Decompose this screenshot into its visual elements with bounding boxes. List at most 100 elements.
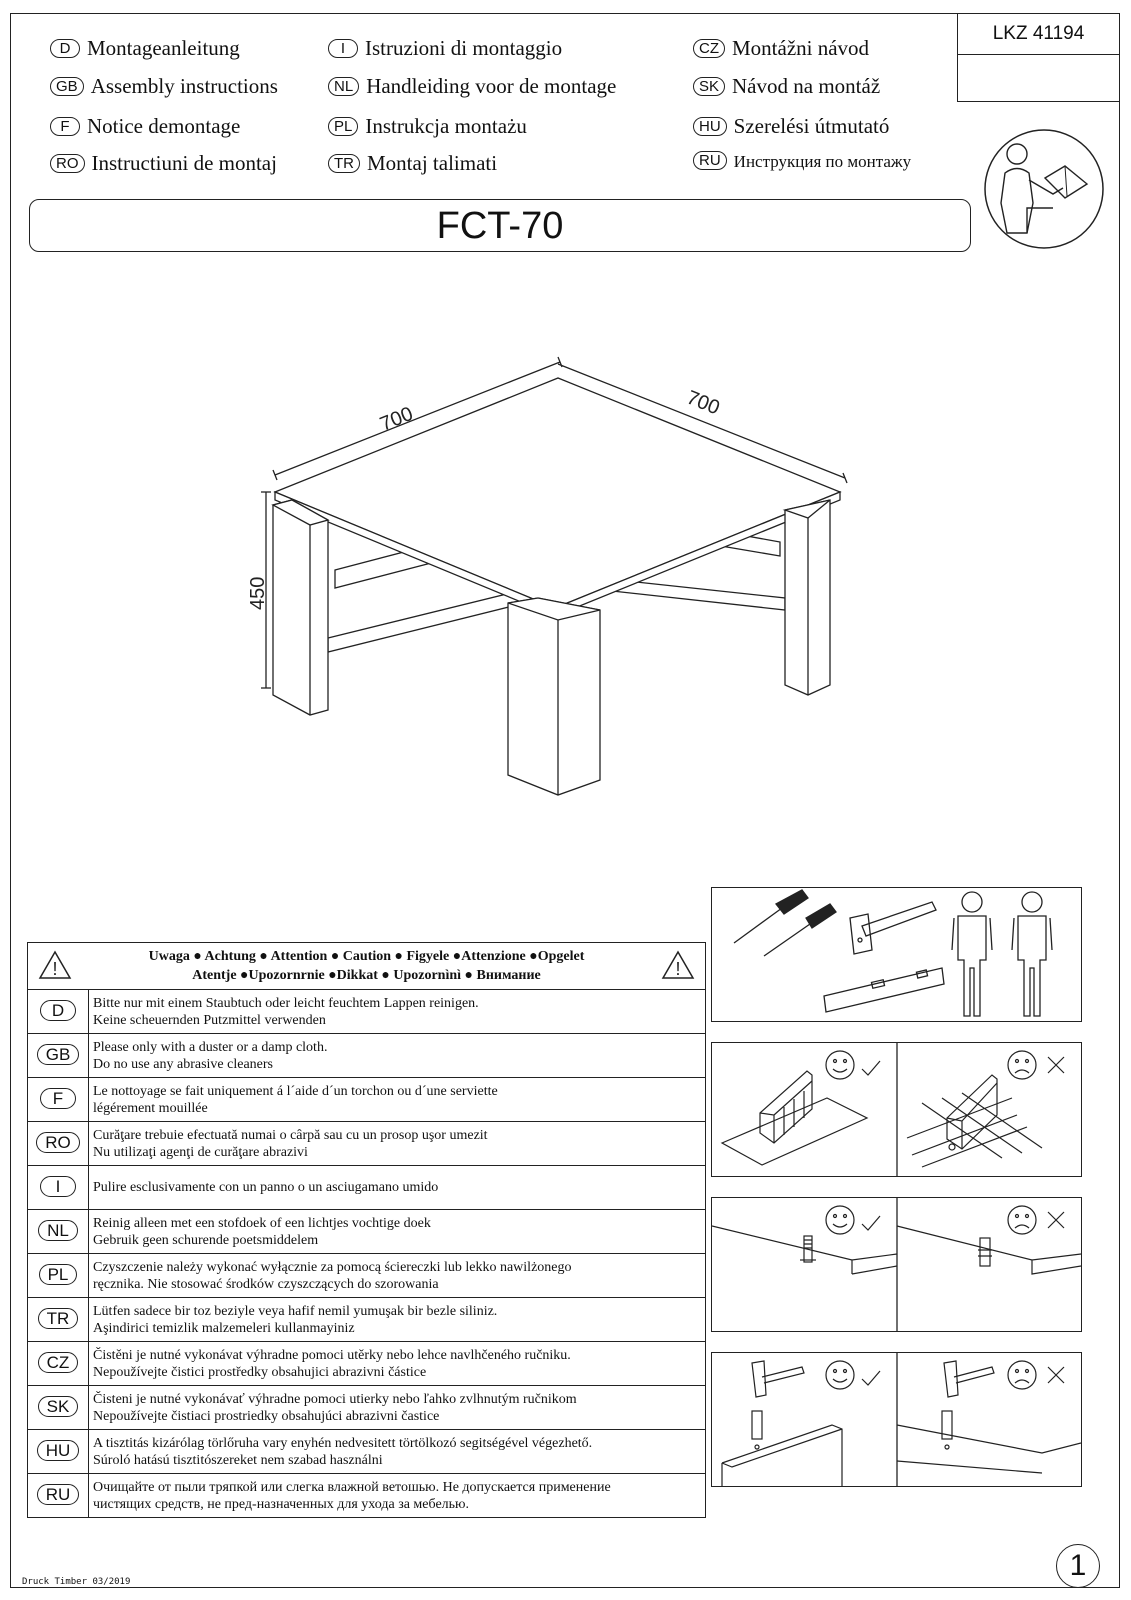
- warning-line-1: Uwaga ● Achtung ● Attention ● Caution ● …: [148, 949, 585, 964]
- sad-face-icon: [1007, 1205, 1037, 1235]
- lang-label: Montážni návod: [732, 36, 870, 60]
- lang-label: Instrukcja montażu: [365, 114, 527, 138]
- lang-code-badge: SK: [693, 77, 726, 96]
- care-lang-code: HU: [36, 1440, 80, 1461]
- lang-label: Assembly instructions: [90, 74, 278, 98]
- care-row: PL Czyszczenie należy wykonać wyłącznie z…: [27, 1253, 706, 1298]
- lang-label: Návod na montáž: [732, 74, 881, 98]
- warning-triangle-icon: !: [661, 950, 695, 979]
- lang-title-d: D Montageanleitung: [50, 36, 240, 61]
- check-icon: [861, 1370, 881, 1386]
- lang-code-badge: NL: [328, 77, 360, 96]
- tools-illustration: [733, 889, 1053, 1017]
- page-number: 1: [1056, 1544, 1100, 1588]
- lang-label: Handleiding voor de montage: [366, 74, 617, 98]
- check-icon: [861, 1060, 881, 1076]
- care-lang-code: RU: [36, 1484, 80, 1505]
- care-text-line: ręcznika. Nie stosować środków czyszcząc…: [93, 1276, 439, 1292]
- depth-dimension: 700: [683, 387, 722, 420]
- care-lang-code: NL: [38, 1220, 78, 1241]
- warning-line-2: Atentje ●Upozornrnie ●Dikkat ● Upozornìn…: [192, 968, 541, 983]
- warning-header-row: ! Uwaga ● Achtung ● Attention ● Caution …: [27, 942, 706, 990]
- lang-code-badge: TR: [328, 154, 360, 173]
- lang-title-tr: TR Montaj talimati: [328, 151, 497, 176]
- care-lang-code: D: [40, 1000, 76, 1021]
- lang-code-badge: F: [50, 117, 80, 136]
- care-text-line: A tisztitás kizárólag törlőruha vary eny…: [93, 1435, 593, 1451]
- care-text-line: Le nottoyage se fait uniquement á l´aide…: [93, 1083, 498, 1099]
- sad-face-icon: [1007, 1050, 1037, 1080]
- care-lang-code: CZ: [37, 1352, 79, 1373]
- care-row: RO Curăţare trebuie efectuată numai o câr…: [27, 1121, 706, 1166]
- lang-code-badge: D: [50, 39, 80, 58]
- care-text-line: Curăţare trebuie efectuată numai o cârpă…: [93, 1127, 488, 1143]
- care-lang-code: F: [40, 1088, 76, 1109]
- care-lang-code: SK: [37, 1396, 79, 1417]
- warning-text: Uwaga ● Achtung ● Attention ● Caution ● …: [29, 947, 704, 985]
- spirit-level-icon: [823, 967, 945, 1013]
- bad-cam-bolt-diagram: [896, 1225, 1082, 1275]
- care-text-line: Please only with a duster or a damp clot…: [93, 1039, 328, 1055]
- cross-icon: [1047, 1211, 1065, 1229]
- smiley-icon: [825, 1205, 855, 1235]
- care-text-line: Gebruik geen schurende poetsmiddelem: [93, 1232, 319, 1248]
- care-lang-code: GB: [36, 1044, 80, 1065]
- care-text-line: Nepoužívejte čistiaci prostriedky obsahu…: [93, 1408, 440, 1424]
- care-text-line: Очищайте от пыли тряпкой или слегка влаж…: [93, 1479, 611, 1495]
- care-text-line: чистящих средств, не пред-назначенных дл…: [93, 1496, 469, 1512]
- care-text-line: Čisteni je nutné vykonávať výhradne pomo…: [93, 1391, 577, 1407]
- good-carpet-diagram: [720, 1070, 869, 1166]
- sad-face-icon: [1007, 1360, 1037, 1390]
- care-row: NL Reinig alleen met een stofdoek of een …: [27, 1209, 706, 1254]
- care-text-line: Lütfen sadece bir toz beziyle veya hafif…: [93, 1303, 498, 1319]
- person-icon: [1011, 891, 1053, 1017]
- lang-title-sk: SK Návod na montáž: [693, 74, 880, 99]
- cam-bolt-panel: [711, 1197, 1082, 1332]
- dowel-hammer-illustration: [721, 1353, 1082, 1486]
- lang-code-badge: HU: [693, 117, 727, 136]
- lang-title-nl: NL Handleiding voor de montage: [328, 74, 616, 99]
- print-date: Druck Timber 03/2019: [22, 1577, 131, 1587]
- care-row: SK Čisteni je nutné vykonávať výhradne po…: [27, 1385, 706, 1430]
- care-text-line: Do no use any abrasive cleaners: [93, 1056, 273, 1072]
- svg-text:!: !: [52, 959, 57, 979]
- lang-label: Montaj talimati: [367, 151, 498, 175]
- warning-triangle-icon: !: [38, 950, 72, 979]
- good-cam-bolt-diagram: [711, 1225, 898, 1275]
- care-row: HU A tisztitás kizárólag törlőruha vary e…: [27, 1429, 706, 1474]
- cross-icon: [1047, 1366, 1065, 1384]
- care-lang-code: PL: [38, 1264, 78, 1285]
- bad-tiles-diagram: [906, 1074, 1043, 1168]
- lang-code-badge: CZ: [693, 39, 725, 58]
- lang-label: Szerelési útmutató: [733, 114, 890, 138]
- lang-code-badge: RO: [50, 154, 85, 173]
- care-text-line: Súroló hatású tisztitószereket nem szaba…: [93, 1452, 383, 1468]
- article-code: LKZ 41194: [958, 14, 1119, 55]
- cross-icon: [1047, 1056, 1065, 1074]
- care-text-line: Czyszczenie należy wykonać wyłącznie za …: [93, 1259, 572, 1275]
- width-dimension: 700: [377, 403, 416, 436]
- coffee-table-drawing: 700 700 450: [247, 356, 848, 796]
- lang-title-hu: HU Szerelési útmutató: [693, 114, 889, 139]
- person-icon: [951, 891, 993, 1017]
- care-text-line: Reinig alleen met een stofdoek of een li…: [93, 1215, 431, 1231]
- care-row: F Le nottoyage se fait uniquement á l´aid…: [27, 1077, 706, 1122]
- smiley-icon: [825, 1050, 855, 1080]
- floor-protection-illustration: [720, 1043, 1065, 1176]
- good-dowel-diagram: [721, 1360, 843, 1486]
- lang-code-badge: GB: [50, 77, 84, 96]
- floor-protection-panel: [711, 1042, 1082, 1177]
- product-title: FCT-70: [29, 199, 971, 252]
- lang-label: Montageanleitung: [87, 36, 240, 60]
- care-lang-code: RO: [36, 1132, 80, 1153]
- care-text-line: Keine scheuernden Putzmittel verwenden: [93, 1012, 326, 1028]
- lang-title-cz: CZ Montážni návod: [693, 36, 869, 61]
- care-text-line: Aşindirici temizlik malzemeleri kullanma…: [93, 1320, 355, 1336]
